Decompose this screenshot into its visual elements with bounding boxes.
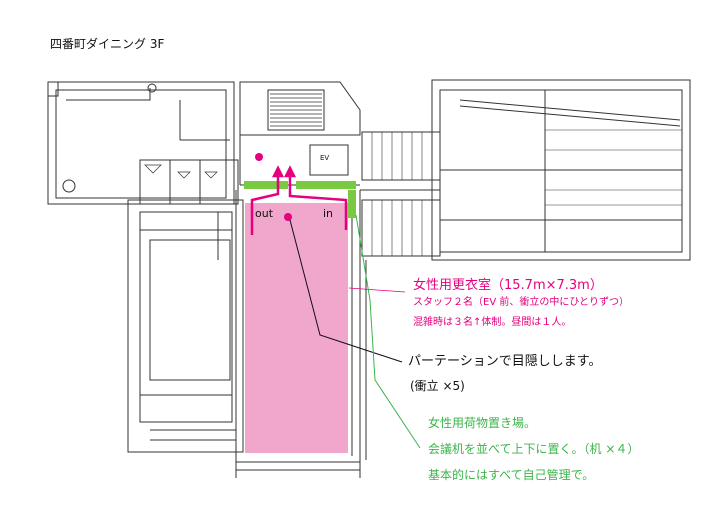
partition-leader-line (289, 219, 403, 363)
luggage-table-top-left (244, 181, 288, 189)
luggage-annotation-line3: 基本的にはすべて自己管理で。 (428, 468, 595, 482)
room-annotation-line1: スタッフ２名（EV 前、衝立の中にひとりずつ） (413, 297, 630, 308)
out-label: out (255, 207, 274, 220)
elevator-box (309, 144, 349, 176)
restrooms (139, 159, 239, 205)
luggage-table-side (348, 190, 356, 218)
luggage-leader-line (355, 214, 421, 449)
staff-marker-partition (284, 213, 292, 221)
left-building (47, 81, 235, 205)
partitions (250, 165, 348, 235)
right-building (431, 79, 691, 261)
partition-annotation-line2: (衝立 ×5) (410, 379, 465, 393)
partition-annotation-line1: パーテーションで目隠しします。 (408, 354, 602, 369)
in-label: in (323, 207, 334, 220)
staff-marker-ev (255, 153, 263, 161)
right-stairs (360, 131, 441, 257)
page-title: 四番町ダイニング 3F (50, 37, 165, 51)
lower-left-building (127, 199, 244, 453)
changing-room-area (245, 203, 348, 453)
stair-core (239, 81, 361, 186)
room-annotation-line2: 混雑時は３名↑体制。昼間は１人。 (413, 317, 572, 328)
room-annotation-title: 女性用更衣室（15.7m×7.3m） (413, 278, 603, 293)
luggage-table-top-right (296, 181, 356, 189)
room-leader-line (348, 287, 406, 293)
luggage-annotation-line1: 女性用荷物置き場。 (428, 416, 537, 430)
main-room-walls (235, 190, 367, 478)
ev-label: EV (320, 154, 330, 162)
luggage-annotation-line2: 会議机を並べて上下に置く。（机 ×４） (428, 442, 640, 456)
